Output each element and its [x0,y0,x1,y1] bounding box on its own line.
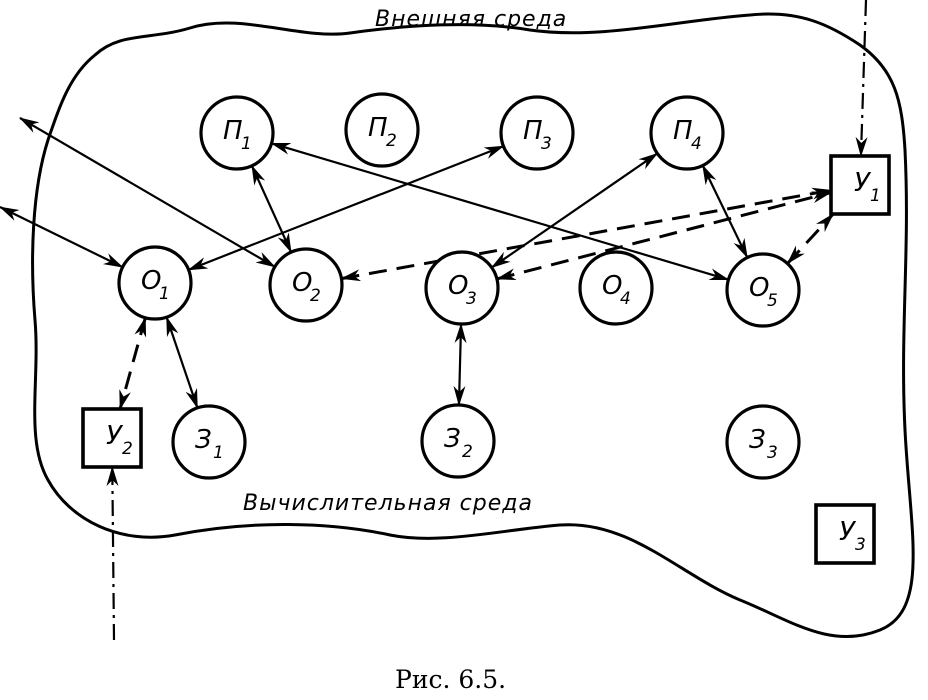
node-letter: О [602,271,622,301]
node-index: 5 [767,291,778,311]
node-o4: О4 [578,250,654,326]
node-index: 1 [241,134,252,154]
node-letter: П [223,116,243,146]
node-index: 2 [386,131,397,151]
node-circle [199,95,275,171]
node-o2: О2 [268,247,344,323]
node-p4: П4 [649,95,725,171]
node-index: 3 [466,289,477,309]
node-letter: П [673,116,693,146]
node-index: 1 [159,284,170,304]
node-index: 2 [122,439,133,459]
node-circle [420,403,496,479]
node-box [81,407,143,469]
figure-caption: Рис. 6.5. [395,665,506,694]
node-o1: О1 [117,245,193,321]
node-circle [649,95,725,171]
node-letter: О [292,268,312,298]
edge-o3-z2 [453,322,467,407]
computing-environment-boundary [31,12,915,639]
node-letter: У [854,168,872,198]
computing-environment-label: Вычислительная среда [243,491,533,516]
node-letter: П [523,116,543,146]
node-letter: З [749,425,766,455]
node-circle [578,250,654,326]
node-index: 2 [462,442,473,462]
node-circle [117,245,193,321]
node-circle [725,252,801,328]
node-letter: П [368,113,388,143]
node-letter: З [444,424,461,454]
edge-o3-u1 [495,191,832,281]
node-box [829,154,891,216]
edge-p1-o2 [250,164,293,254]
edge-o1-z1 [165,316,199,409]
node-circle [499,95,575,171]
node-circle [725,404,801,480]
node-index: 1 [213,443,224,463]
node-o3: О3 [424,250,500,326]
node-index: 4 [620,289,631,309]
node-letter: У [106,421,124,451]
node-box [814,503,876,565]
edge-o1-external-left [0,206,124,269]
edge-o1-u2 [118,316,147,410]
node-letter: У [839,517,857,547]
node-p1: П1 [199,95,275,171]
edge-external-bottom-u2 [106,466,119,641]
edges-layer [0,0,868,641]
node-index: 3 [541,134,552,154]
edge-external-top-u1 [855,0,868,157]
node-index: 4 [691,134,702,154]
node-circle [424,250,500,326]
node-circle [171,404,247,480]
external-environment-label: Внешняя среда [375,7,567,32]
node-index: 1 [870,186,881,206]
edge-o5-u1 [786,212,835,265]
node-p2: П2 [344,92,420,168]
node-index: 3 [855,535,866,555]
node-o5: О5 [725,252,801,328]
node-index: 3 [767,443,778,463]
node-circle [344,92,420,168]
node-p3: П3 [499,95,575,171]
node-circle [268,247,344,323]
node-letter: О [749,273,769,303]
node-letter: О [141,266,161,296]
node-letter: О [448,271,468,301]
node-index: 2 [310,286,321,306]
node-letter: З [195,425,212,455]
